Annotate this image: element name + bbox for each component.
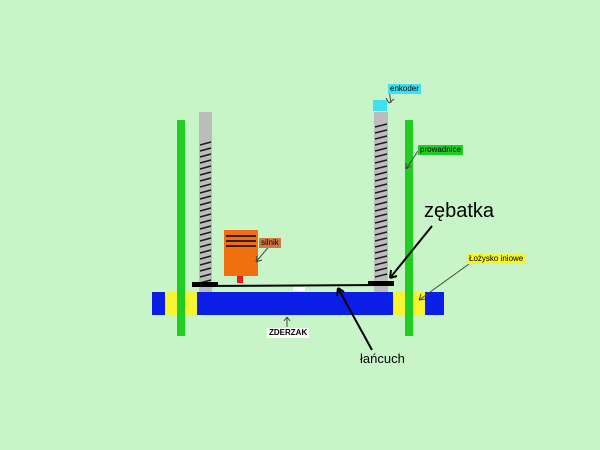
thread-line [374,153,388,158]
arrow-zebatka [389,225,433,279]
thread-line [199,141,212,146]
thread-line [374,189,388,194]
label-prowadnice: prowadnice [418,145,463,155]
thread-line [199,243,212,248]
label-lancuch: łańcuch [360,351,405,366]
thread-line [199,237,212,242]
thread-line [374,219,388,224]
guide-rail-left [177,120,185,336]
thread-line [374,183,388,188]
label-zebatka: zębatka [424,200,495,222]
thread-line [374,141,388,146]
thread-line [374,207,388,212]
thread-line [374,165,388,170]
lead-screw-left-threads [199,141,212,284]
thread-line [374,147,388,152]
thread-line [199,183,212,188]
label-enkoder: enkoder [388,84,421,94]
thread-line [199,177,212,182]
thread-line [199,249,212,254]
thread-line [374,243,388,248]
thread-line [374,171,388,176]
arrow-lancuch [336,287,373,351]
thread-line [199,171,212,176]
thread-line [374,273,388,278]
thread-line [199,159,212,164]
thread-line [374,123,388,128]
label-lozysko: Łożysko iniowe [467,254,526,264]
label-silnik: silnik [259,238,281,248]
chain-line [195,284,393,287]
thread-line [199,213,212,218]
thread-line [374,195,388,200]
sprocket-right [368,281,394,286]
thread-line [199,195,212,200]
thread-line [199,255,212,260]
thread-line [374,225,388,230]
motor-shaft [237,276,243,283]
arrow-prowadnice [405,150,419,170]
thread-line [374,177,388,182]
motor-body [224,230,258,276]
motor-stripes [226,235,256,247]
lead-screw-right-threads [374,123,388,278]
thread-line [374,159,388,164]
thread-line [199,225,212,230]
thread-line [199,261,212,266]
thread-line [374,249,388,254]
thread-line [199,231,212,236]
label-zderzak: ZDERZAK [267,328,310,338]
thread-line [374,267,388,272]
arrow-lozysko [418,263,470,301]
thread-line [374,135,388,140]
thread-line [199,153,212,158]
thread-line [199,147,212,152]
thread-line [374,213,388,218]
thread-line [374,201,388,206]
thread-line [374,237,388,242]
thread-line [199,267,212,272]
encoder-block [373,100,387,111]
thread-line [199,207,212,212]
guide-rail-right [405,120,413,336]
thread-line [199,189,212,194]
arrow-zderzak [283,316,291,327]
sprocket-left [192,282,218,287]
thread-line [199,165,212,170]
thread-line [374,255,388,260]
white-marker [293,287,305,291]
thread-line [199,273,212,278]
thread-line [199,219,212,224]
thread-line [374,231,388,236]
thread-line [374,261,388,266]
thread-line [199,201,212,206]
thread-line [374,129,388,134]
base-plate [152,292,444,315]
